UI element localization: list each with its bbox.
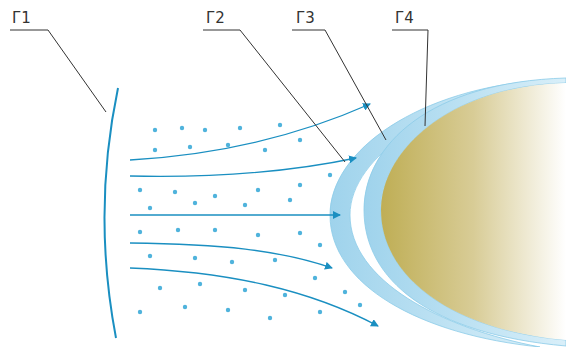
particle — [158, 286, 162, 290]
particle — [278, 123, 282, 127]
callout-label: Г4 — [395, 9, 414, 27]
particle — [176, 228, 180, 232]
particle — [268, 316, 272, 320]
callout-label: Г3 — [296, 9, 315, 27]
particle — [263, 148, 267, 152]
callout-label: Г1 — [12, 9, 31, 27]
particle — [198, 282, 202, 286]
particle — [226, 308, 230, 312]
particle — [298, 183, 302, 187]
particle — [318, 310, 322, 314]
particle — [243, 203, 247, 207]
particle — [203, 128, 207, 132]
particle — [213, 228, 217, 232]
particle — [288, 198, 292, 202]
particle — [193, 256, 197, 260]
particle — [193, 201, 197, 205]
particles — [138, 123, 362, 320]
particle — [138, 230, 142, 234]
particle — [313, 276, 317, 280]
particle — [358, 303, 362, 307]
particle — [328, 173, 332, 177]
particle — [213, 194, 217, 198]
particle — [256, 188, 260, 192]
particle — [180, 126, 184, 130]
particle — [243, 288, 247, 292]
particle — [318, 243, 322, 247]
leader-lines — [10, 30, 428, 162]
particle — [343, 290, 347, 294]
particle — [173, 190, 177, 194]
particle — [273, 258, 277, 262]
particle — [148, 206, 152, 210]
callout-label: Г2 — [206, 9, 225, 27]
particle — [256, 233, 260, 237]
particle — [138, 310, 142, 314]
particle — [153, 128, 157, 132]
streamlines — [130, 104, 378, 326]
particle — [238, 126, 242, 130]
body — [381, 83, 566, 340]
particle — [298, 231, 302, 235]
particle — [138, 188, 142, 192]
particle — [298, 138, 302, 142]
particle — [226, 143, 230, 147]
boundary-arc — [104, 88, 118, 338]
particle — [188, 145, 192, 149]
particle — [183, 305, 187, 309]
particle — [153, 148, 157, 152]
particle — [283, 293, 287, 297]
particle — [148, 254, 152, 258]
particle — [230, 260, 234, 264]
boundary-layer — [364, 78, 566, 346]
